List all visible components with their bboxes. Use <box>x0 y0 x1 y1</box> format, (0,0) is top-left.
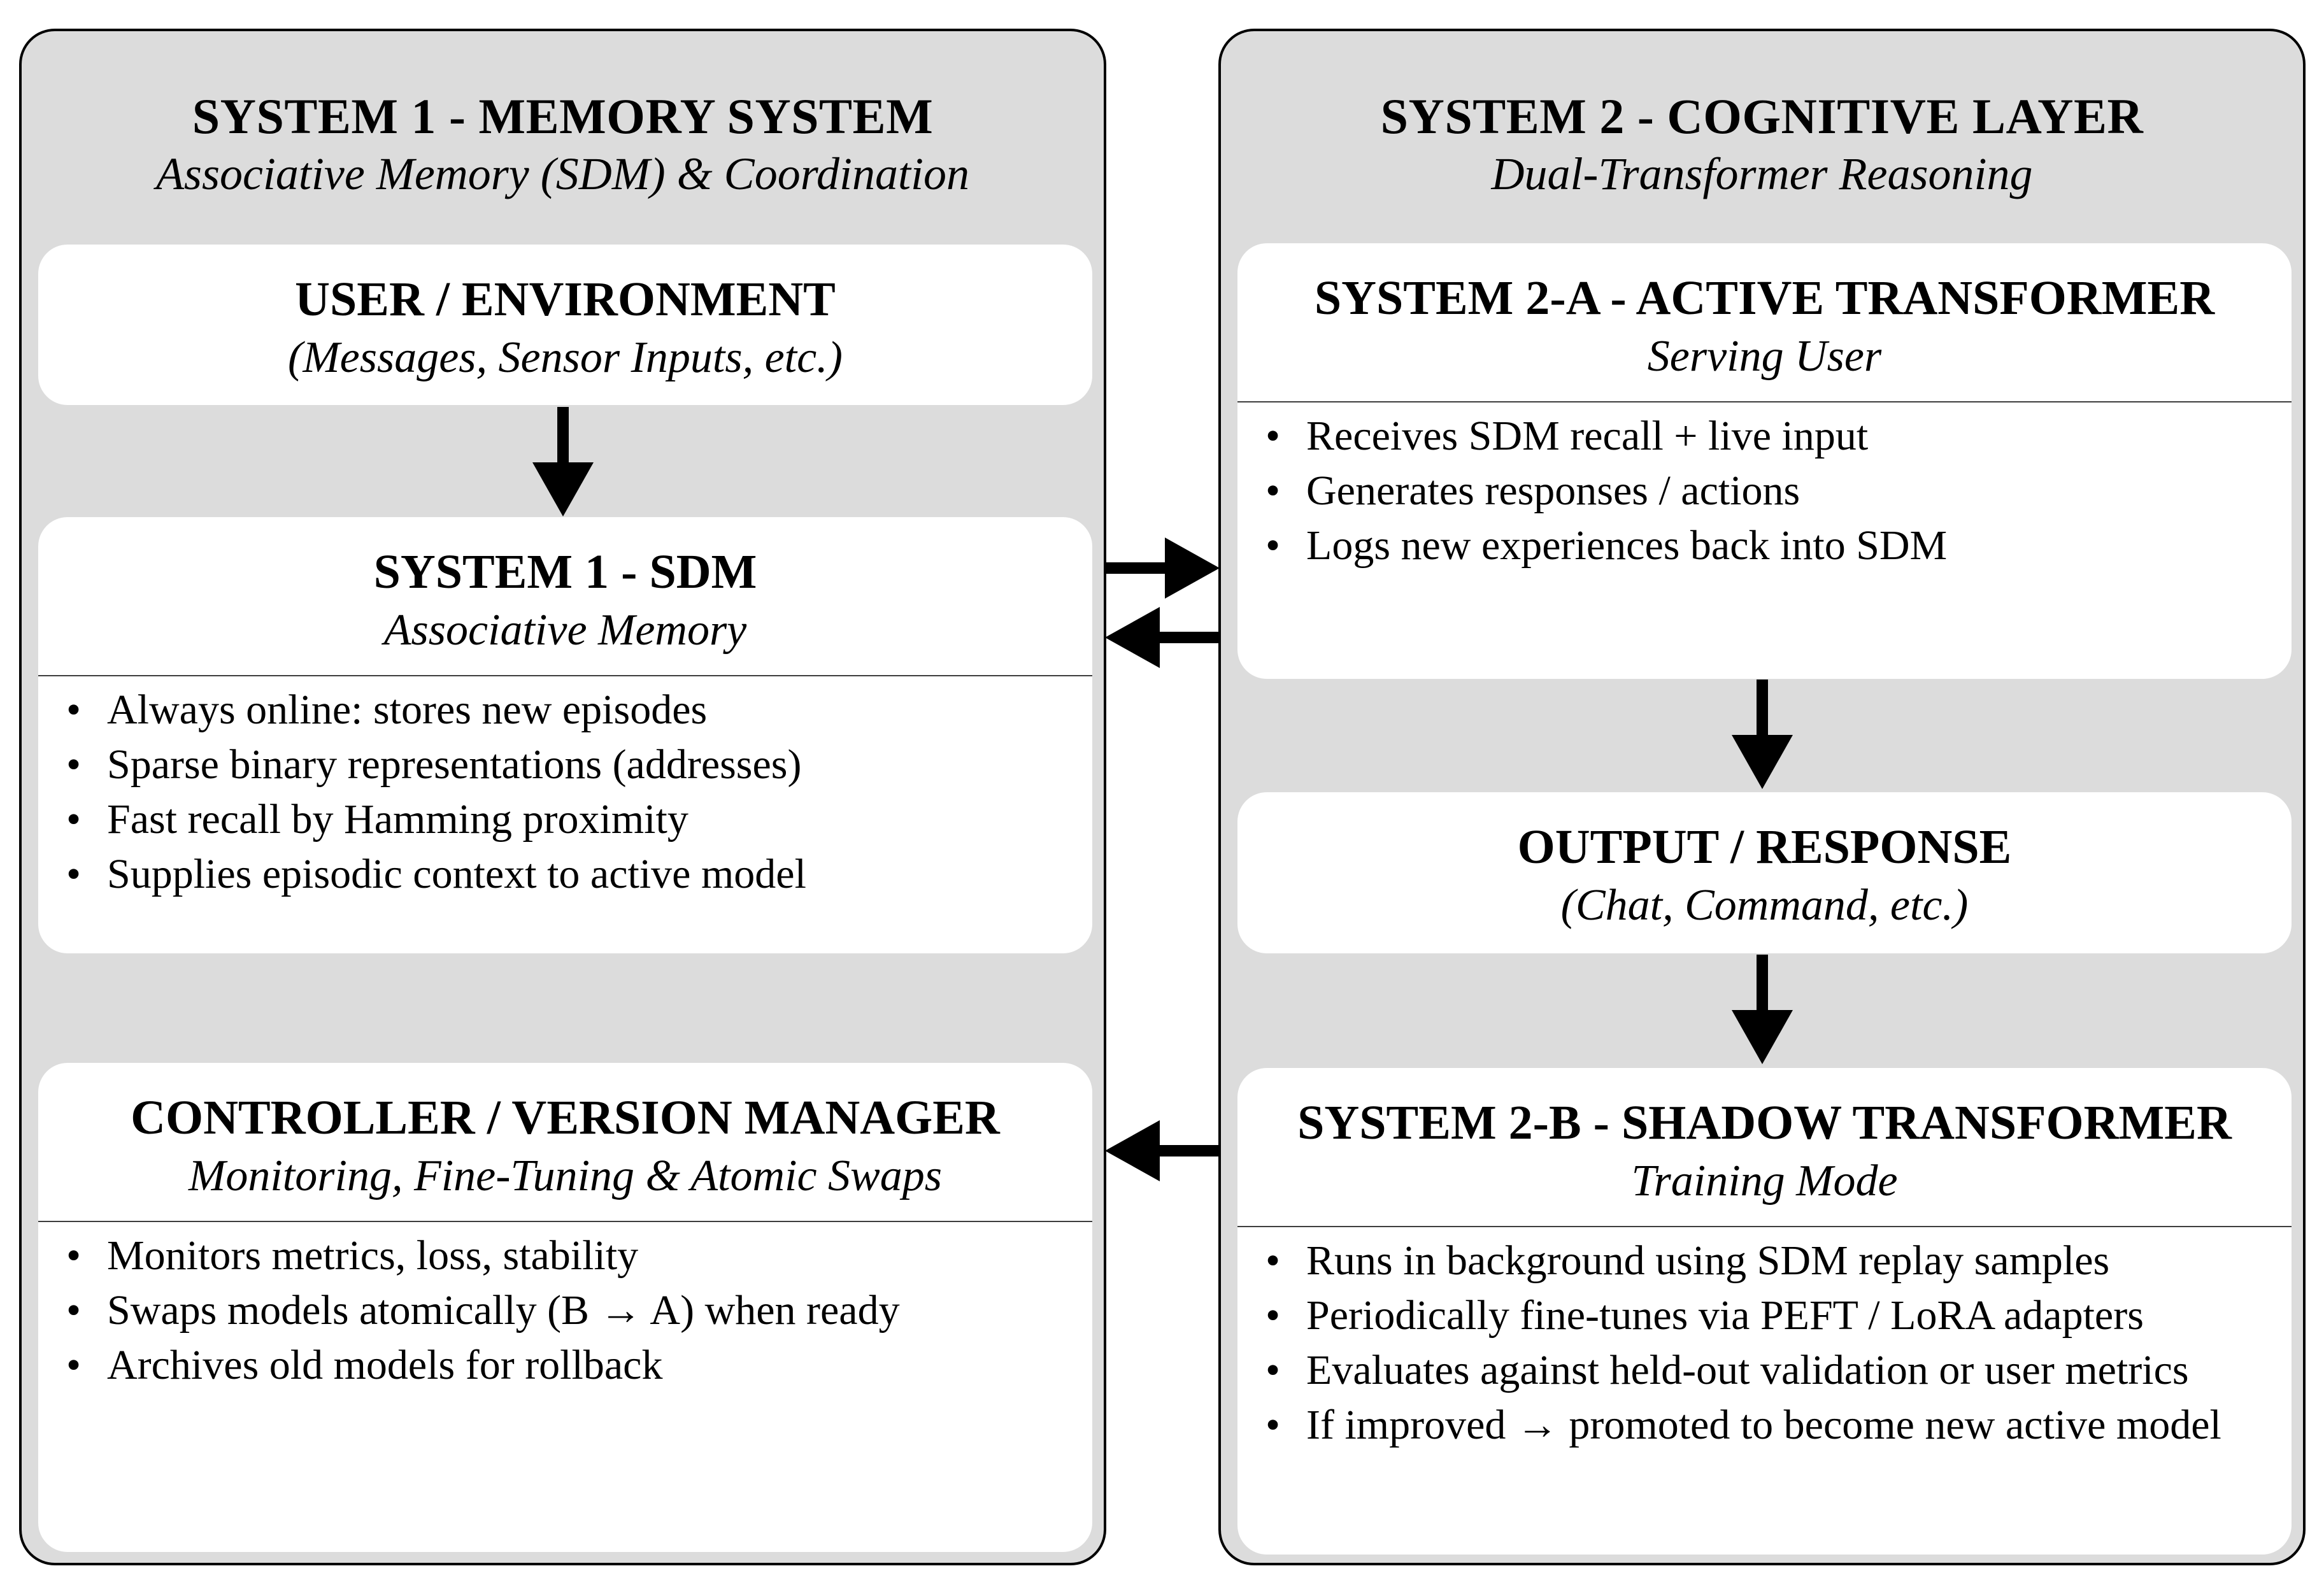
bullet-item: Periodically fine-tunes via PEFT / LoRA … <box>1237 1288 2272 1343</box>
output-response-title: OUTPUT / RESPONSE <box>1517 820 2012 874</box>
active-transformer-title: SYSTEM 2-A - ACTIVE TRANSFORMER <box>1314 271 2215 325</box>
bullet-item: Runs in background using SDM replay samp… <box>1237 1234 2272 1288</box>
user-environment-title: USER / ENVIRONMENT <box>295 273 836 326</box>
arrow-right-icon <box>1105 537 1220 599</box>
controller-version-manager-box: CONTROLLER / VERSION MANAGER Monitoring,… <box>38 1063 1092 1552</box>
bullet-item: Fast recall by Hamming proximity <box>38 792 1073 847</box>
active-transformer-bullet-list: Receives SDM recall + live input Generat… <box>1237 402 2292 573</box>
controller-subtitle: Monitoring, Fine-Tuning & Atomic Swaps <box>189 1151 942 1200</box>
sdm-title: SYSTEM 1 - SDM <box>373 545 757 599</box>
shadow-transformer-box: SYSTEM 2-B - SHADOW TRANSFORMER Training… <box>1237 1068 2292 1555</box>
panel-cognitive-layer: SYSTEM 2 - COGNITIVE LAYER Dual-Transfor… <box>1218 29 2306 1565</box>
sdm-bullet-list: Always online: stores new episodes Spars… <box>38 676 1092 902</box>
shadow-transformer-bullet-list: Runs in background using SDM replay samp… <box>1237 1227 2292 1453</box>
panel-cognitive-title: SYSTEM 2 - COGNITIVE LAYER <box>1380 89 2144 144</box>
user-environment-subtitle: (Messages, Sensor Inputs, etc.) <box>288 333 843 382</box>
active-transformer-divider <box>1237 401 2292 402</box>
bullet-item: Monitors metrics, loss, stability <box>38 1228 1073 1283</box>
panel-memory-subtitle: Associative Memory (SDM) & Coordination <box>155 148 970 199</box>
output-response-subtitle: (Chat, Command, etc.) <box>1560 881 1969 930</box>
shadow-transformer-divider <box>1237 1226 2292 1227</box>
controller-title: CONTROLLER / VERSION MANAGER <box>131 1091 1000 1144</box>
bullet-item: Logs new experiences back into SDM <box>1237 518 2272 573</box>
bullet-item: Swaps models atomically (B → A) when rea… <box>38 1283 1073 1338</box>
arrow-down-icon <box>1730 955 1794 1064</box>
bullet-item: Evaluates against held-out validation or… <box>1237 1343 2272 1398</box>
arrow-down-icon <box>1730 680 1794 789</box>
bullet-item: If improved → promoted to become new act… <box>1237 1398 2272 1453</box>
controller-divider <box>38 1221 1092 1222</box>
sdm-divider <box>38 675 1092 676</box>
bullet-item: Always online: stores new episodes <box>38 683 1073 737</box>
panel-memory-title: SYSTEM 1 - MEMORY SYSTEM <box>192 89 934 144</box>
shadow-transformer-subtitle: Training Mode <box>1631 1156 1898 1206</box>
arrow-left-icon <box>1105 606 1220 669</box>
sdm-subtitle: Associative Memory <box>383 606 747 655</box>
shadow-transformer-title: SYSTEM 2-B - SHADOW TRANSFORMER <box>1297 1096 2232 1149</box>
active-transformer-subtitle: Serving User <box>1647 332 1882 381</box>
bullet-item: Generates responses / actions <box>1237 464 2272 518</box>
output-response-box: OUTPUT / RESPONSE (Chat, Command, etc.) <box>1237 792 2292 953</box>
bullet-item: Sparse binary representations (addresses… <box>38 737 1073 792</box>
arrow-down-icon <box>531 407 595 516</box>
controller-bullet-list: Monitors metrics, loss, stability Swaps … <box>38 1222 1092 1393</box>
sdm-box: SYSTEM 1 - SDM Associative Memory Always… <box>38 517 1092 953</box>
bullet-item: Receives SDM recall + live input <box>1237 409 2272 464</box>
user-environment-box: USER / ENVIRONMENT (Messages, Sensor Inp… <box>38 245 1092 405</box>
panel-cognitive-subtitle: Dual-Transformer Reasoning <box>1491 148 2033 199</box>
panel-memory-system: SYSTEM 1 - MEMORY SYSTEM Associative Mem… <box>19 29 1106 1565</box>
bullet-item: Archives old models for rollback <box>38 1338 1073 1393</box>
bullet-item: Supplies episodic context to active mode… <box>38 847 1073 902</box>
arrow-left-icon <box>1105 1120 1220 1182</box>
active-transformer-box: SYSTEM 2-A - ACTIVE TRANSFORMER Serving … <box>1237 243 2292 679</box>
